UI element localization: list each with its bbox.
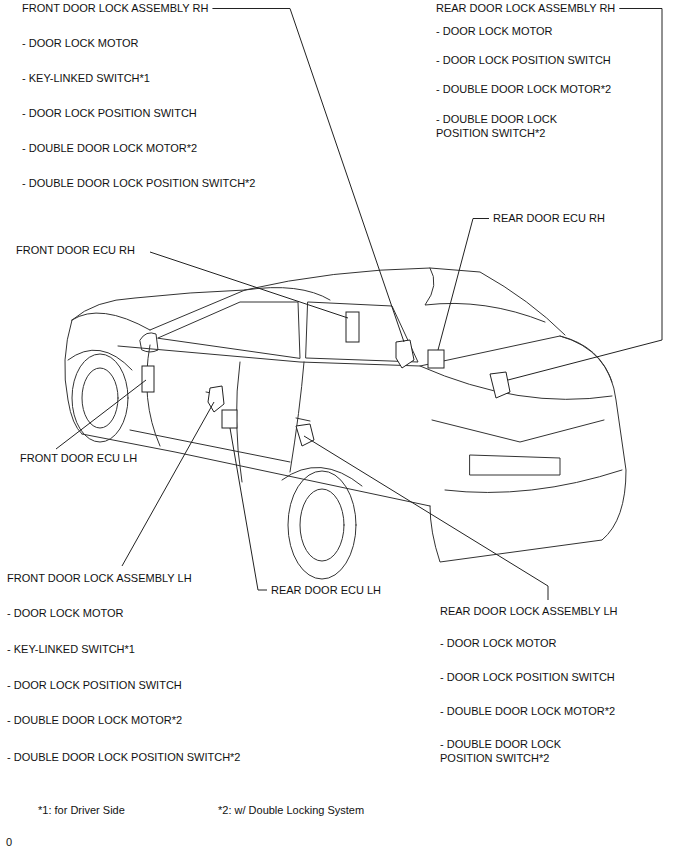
ecu-part [428, 350, 444, 368]
leader-line [122, 402, 214, 566]
lock-part [296, 424, 314, 446]
component-item: - DOOR LOCK MOTOR [7, 607, 124, 620]
leader-line [304, 436, 548, 600]
component-item: - DOUBLE DOOR LOCK MOTOR*2 [22, 142, 197, 155]
part-heading: FRONT DOOR LOCK ASSEMBLY RH [22, 2, 208, 15]
lock-part [396, 340, 414, 368]
ecu-part [142, 366, 154, 392]
component-item: - DOOR LOCK MOTOR [436, 25, 553, 38]
part-heading: REAR DOOR LOCK ASSEMBLY RH [436, 2, 615, 15]
leader-line [438, 219, 489, 351]
component-item: - DOOR LOCK POSITION SWITCH [22, 107, 197, 120]
component-item: - DOOR LOCK MOTOR [440, 637, 557, 650]
component-item: - DOOR LOCK POSITION SWITCH [440, 671, 615, 684]
component-item: - DOUBLE DOOR LOCK MOTOR*2 [7, 714, 182, 727]
component-item: - KEY-LINKED SWITCH*1 [22, 72, 150, 85]
part-label: FRONT DOOR ECU RH [16, 244, 135, 257]
component-item: - DOOR LOCK POSITION SWITCH [7, 679, 182, 692]
illustration-code: 0 [6, 836, 12, 849]
part-heading: FRONT DOOR LOCK ASSEMBLY LH [7, 572, 192, 585]
component-item: - DOUBLE DOOR LOCK POSITION SWITCH*2 [22, 177, 255, 190]
lock-part [490, 372, 510, 398]
leader-line [150, 252, 348, 318]
part-heading: REAR DOOR LOCK ASSEMBLY LH [440, 605, 617, 618]
footnote: *1: for Driver Side [38, 804, 125, 817]
part-label: REAR DOOR ECU LH [271, 584, 381, 597]
component-item: - DOOR LOCK MOTOR [22, 37, 139, 50]
leader-line [212, 9, 404, 343]
component-item: - DOUBLE DOOR LOCK MOTOR*2 [440, 705, 615, 718]
component-item: - DOUBLE DOOR LOCK POSITION SWITCH*2 [436, 112, 586, 140]
component-item: - DOOR LOCK POSITION SWITCH [436, 54, 611, 67]
part-label: FRONT DOOR ECU LH [20, 452, 137, 465]
component-item: - DOUBLE DOOR LOCK MOTOR*2 [436, 83, 611, 96]
leader-line [56, 380, 146, 449]
part-label: REAR DOOR ECU RH [493, 212, 605, 225]
leader-line [230, 428, 267, 590]
ecu-part [346, 312, 359, 342]
ecu-part [222, 410, 237, 428]
footnote: *2: w/ Double Locking System [218, 804, 364, 817]
component-item: - DOUBLE DOOR LOCK POSITION SWITCH*2 [440, 737, 590, 765]
component-item: - KEY-LINKED SWITCH*1 [7, 643, 135, 656]
component-item: - DOUBLE DOOR LOCK POSITION SWITCH*2 [7, 751, 240, 764]
